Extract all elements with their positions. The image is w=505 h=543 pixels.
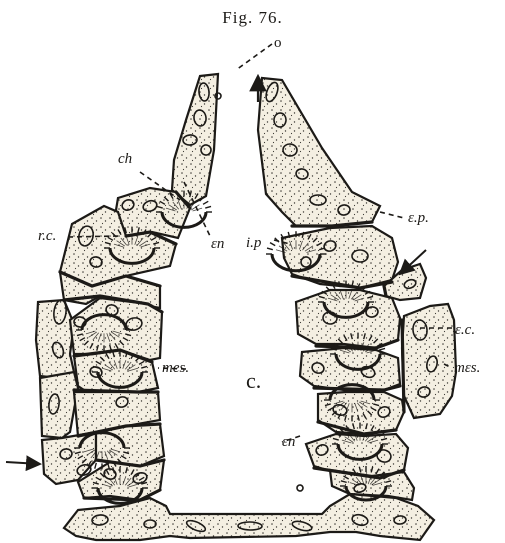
plate-stipple xyxy=(258,78,380,226)
skeletal-plates xyxy=(36,74,456,540)
label-mes-left: mes. xyxy=(162,361,189,376)
plate-stipple xyxy=(172,74,218,205)
canal-space xyxy=(215,93,221,99)
label-o: o xyxy=(274,36,282,51)
label-c: c. xyxy=(246,370,261,392)
leader-line xyxy=(380,212,404,218)
label-ip: i.p xyxy=(246,236,261,251)
label-ep: ε.p. xyxy=(408,211,429,226)
ridge-tooth xyxy=(379,348,385,350)
leader-line xyxy=(236,44,272,70)
label-en-right: εn xyxy=(282,435,295,450)
ridge-tooth xyxy=(270,243,275,246)
suture-line xyxy=(402,320,404,412)
label-ec: ε.c. xyxy=(455,323,475,338)
ridge-tooth xyxy=(267,248,273,250)
left-arrow xyxy=(6,462,40,464)
plate-stipple xyxy=(402,304,456,418)
suture-line xyxy=(384,286,386,296)
plate-stipple xyxy=(36,300,74,378)
plate-stipple xyxy=(64,494,434,540)
ridge-tooth xyxy=(95,463,97,469)
canal-space xyxy=(296,484,303,491)
label-mes-right: mεs. xyxy=(454,361,480,376)
label-ch: ch xyxy=(118,152,132,167)
label-en-top: εn xyxy=(211,237,224,252)
ridge-tooth xyxy=(203,201,208,204)
plate-stipple xyxy=(296,290,400,348)
label-rc: r.c. xyxy=(38,229,56,244)
ridge-tooth xyxy=(205,206,211,208)
